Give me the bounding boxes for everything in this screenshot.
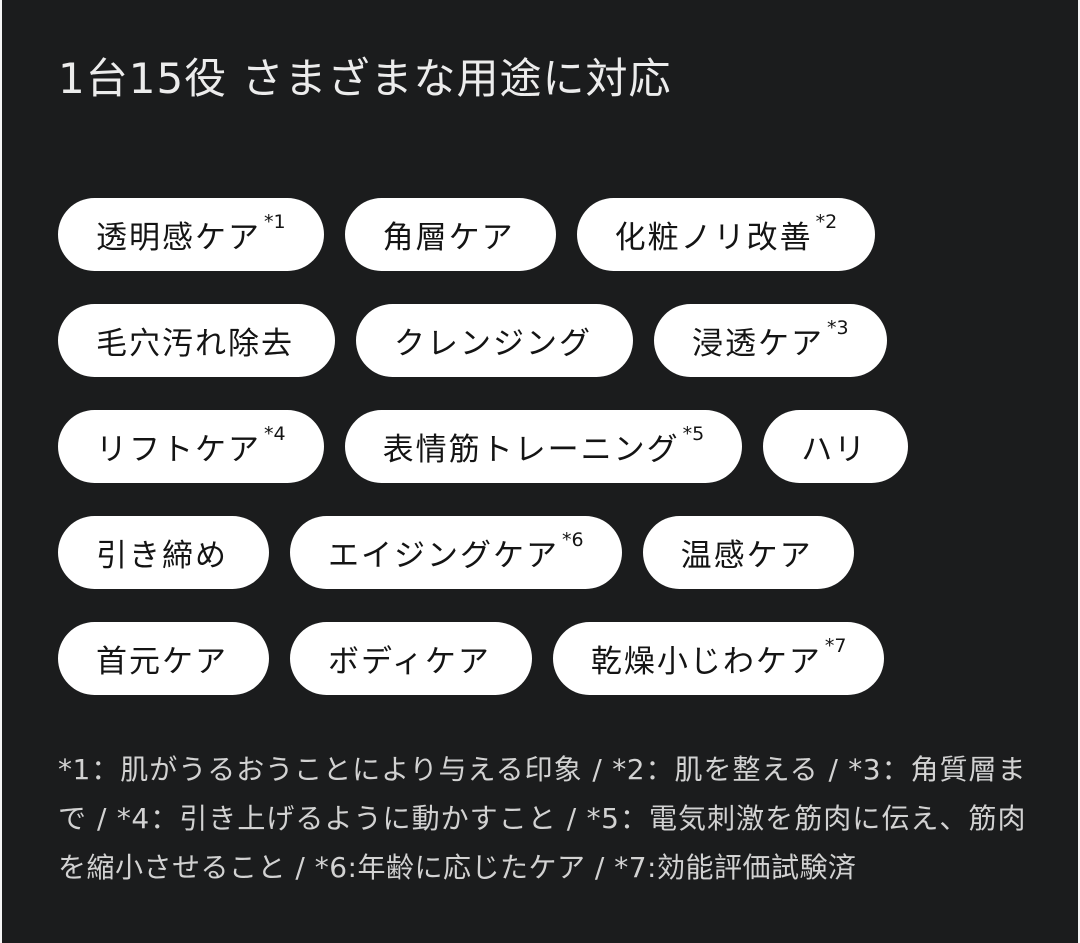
feature-pill-label: 透明感ケア	[96, 220, 261, 257]
footnote-marker: *1	[264, 210, 286, 233]
feature-pill-label: 温感ケア	[680, 538, 813, 575]
feature-pill: 角層ケア	[344, 198, 556, 272]
footnote-marker: *4	[264, 422, 286, 445]
feature-pill-label: エイジングケア	[328, 538, 559, 575]
feature-pill-row: 首元ケア ボディケア 乾燥小じわケア*7	[58, 622, 1026, 696]
feature-pill: ボディケア	[290, 622, 532, 696]
feature-pill: 浸透ケア*3	[654, 304, 887, 378]
feature-pill-label: 浸透ケア	[692, 326, 824, 363]
feature-pill-label: 毛穴汚れ除去	[96, 326, 294, 363]
footnotes-text: *1：肌がうるおうことにより与える印象 / *2：肌を整える / *3：角質層ま…	[58, 753, 1026, 885]
feature-pill: エイジングケア*6	[290, 516, 622, 590]
footnote-marker: *2	[815, 210, 838, 233]
footnote-marker: *3	[827, 316, 849, 339]
footnote-marker: *7	[824, 634, 847, 657]
feature-pill: 引き締め	[58, 516, 269, 590]
feature-pill-label: ハリ	[801, 432, 868, 469]
feature-pill: リフトケア*4	[58, 410, 324, 484]
feature-pill: ハリ	[763, 410, 909, 484]
feature-pill-label: 表情筋トレーニング	[382, 432, 680, 469]
feature-pill: 化粧ノリ改善*2	[576, 198, 876, 272]
feature-pill: 首元ケア	[58, 622, 269, 696]
feature-pill: 表情筋トレーニング*5	[344, 410, 743, 484]
feature-pill-row: リフトケア*4 表情筋トレーニング*5 ハリ	[58, 410, 1026, 484]
feature-pill-label: 引き締め	[96, 538, 228, 575]
feature-pill-row: 引き締め エイジングケア*6 温感ケア	[58, 516, 1026, 590]
footnote-marker: *5	[682, 422, 705, 445]
feature-pill-label: ボディケア	[328, 644, 491, 681]
feature-pill-label: 角層ケア	[382, 220, 515, 257]
feature-pill: クレンジング	[356, 304, 633, 378]
feature-pill: 透明感ケア*1	[58, 198, 324, 272]
footnote-marker: *6	[562, 528, 584, 551]
feature-pill: 乾燥小じわケア*7	[552, 622, 885, 696]
feature-pill-label: クレンジング	[394, 326, 592, 363]
feature-pill-label: 首元ケア	[96, 644, 228, 681]
page-title: 1台15役 さまざまな用途に対応	[58, 54, 672, 103]
feature-pill-row: 透明感ケア*1 角層ケア 化粧ノリ改善*2	[58, 198, 1026, 272]
feature-pill-row: 毛穴汚れ除去 クレンジング 浸透ケア*3	[58, 304, 1026, 378]
feature-pill: 毛穴汚れ除去	[58, 304, 335, 378]
feature-pill: 温感ケア	[642, 516, 854, 590]
feature-pill-label: 乾燥小じわケア	[590, 644, 822, 681]
feature-pill-label: リフトケア	[96, 432, 261, 469]
feature-pill-grid: 透明感ケア*1 角層ケア 化粧ノリ改善*2 毛穴汚れ除去 クレンジング 浸透ケア…	[58, 198, 1026, 696]
feature-pill-label: 化粧ノリ改善	[614, 220, 813, 257]
